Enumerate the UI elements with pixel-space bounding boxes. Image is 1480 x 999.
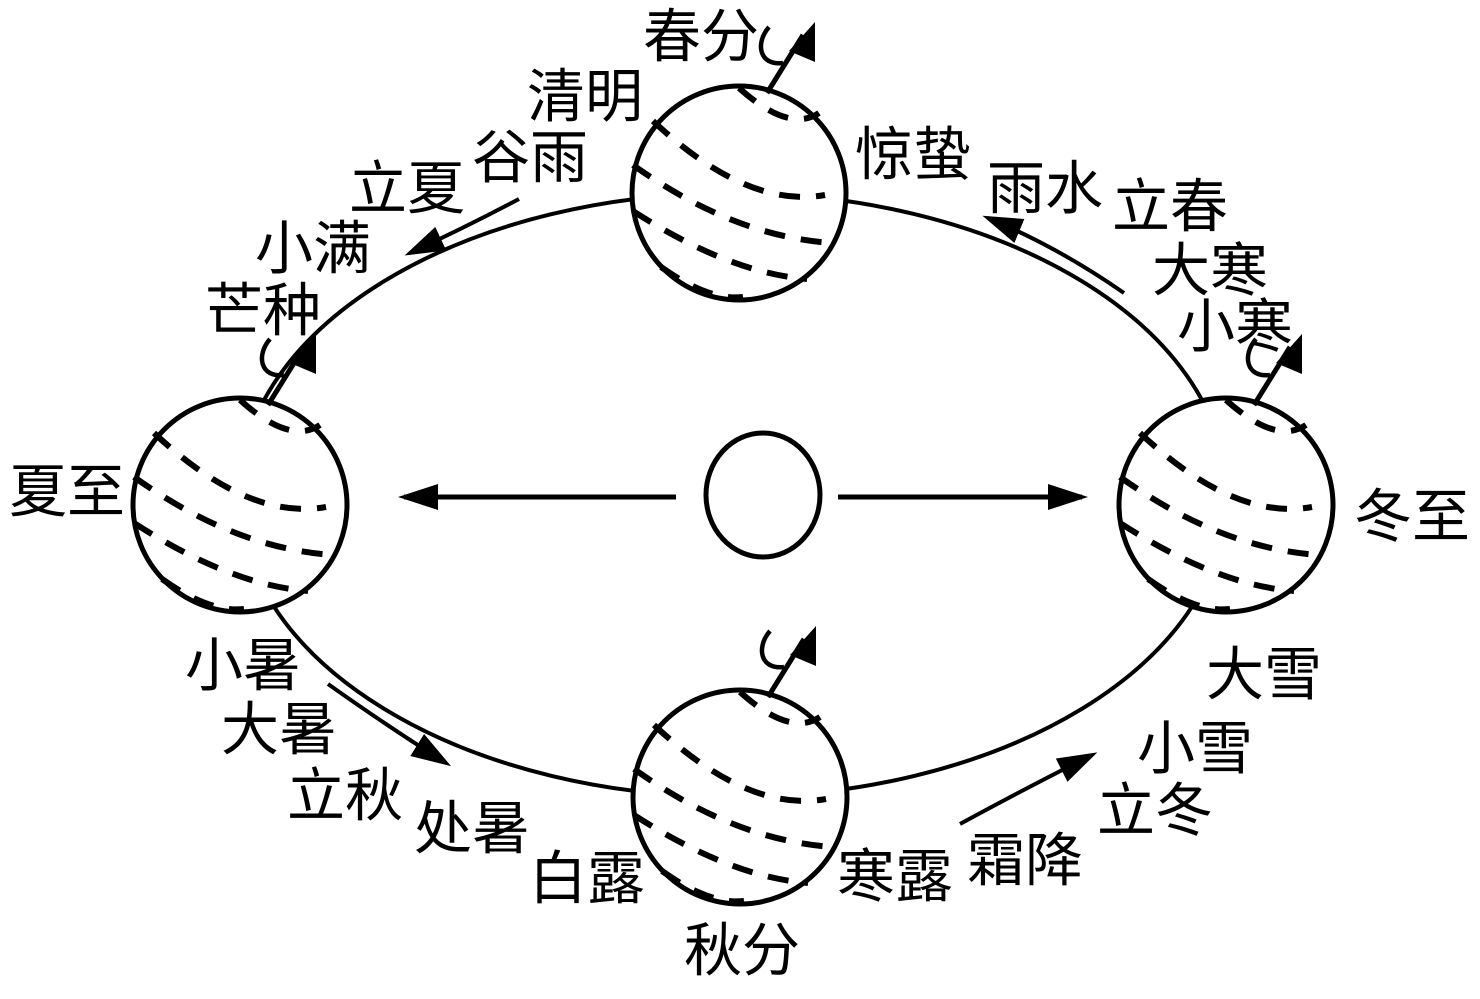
orbit-arrow-summer-to-autumn [326, 682, 452, 767]
label-dongzhi: 冬至 [1354, 485, 1470, 550]
label-xiaoshu: 小暑 [185, 634, 301, 699]
label-xiaoxue: 小雪 [1137, 717, 1253, 782]
label-hanlu: 寒露 [837, 845, 953, 910]
label-qingming: 清明 [527, 65, 643, 130]
label-xiazhi: 夏至 [9, 460, 125, 525]
label-chunfen: 春分 [643, 5, 759, 70]
label-daxue: 大雪 [1206, 643, 1322, 708]
label-qiufen: 秋分 [684, 919, 800, 984]
orbit-arrow-spring-to-summer [404, 197, 520, 256]
label-chushu: 处暑 [414, 797, 530, 862]
label-lidong: 立冬 [1097, 779, 1213, 844]
label-xiaoman: 小满 [255, 217, 371, 282]
label-shuangjiang: 霜降 [967, 829, 1083, 894]
label-lixia: 立夏 [349, 157, 465, 222]
earth-globe-summer-solstice [133, 334, 347, 612]
label-mangzhong: 芒种 [205, 279, 321, 344]
label-jingzhe: 惊蛰 [855, 123, 971, 188]
label-guyu: 谷雨 [472, 126, 588, 191]
label-dahan: 大寒 [1152, 239, 1268, 304]
label-lichun: 立春 [1112, 175, 1228, 240]
orbit-arrow-winter-to-spring [982, 215, 1126, 295]
earth-globe-winter-solstice [1119, 334, 1333, 612]
sun-circle [703, 430, 823, 560]
label-bailu: 白露 [529, 847, 645, 912]
label-yushui: 雨水 [987, 157, 1103, 222]
label-liqiu: 立秋 [287, 764, 403, 829]
orbit-arrow-autumn-to-winter [959, 752, 1098, 826]
label-dashu: 大暑 [221, 698, 337, 763]
earth-globe-autumn-equinox [633, 626, 847, 904]
label-xiaohan: 小寒 [1177, 295, 1293, 360]
